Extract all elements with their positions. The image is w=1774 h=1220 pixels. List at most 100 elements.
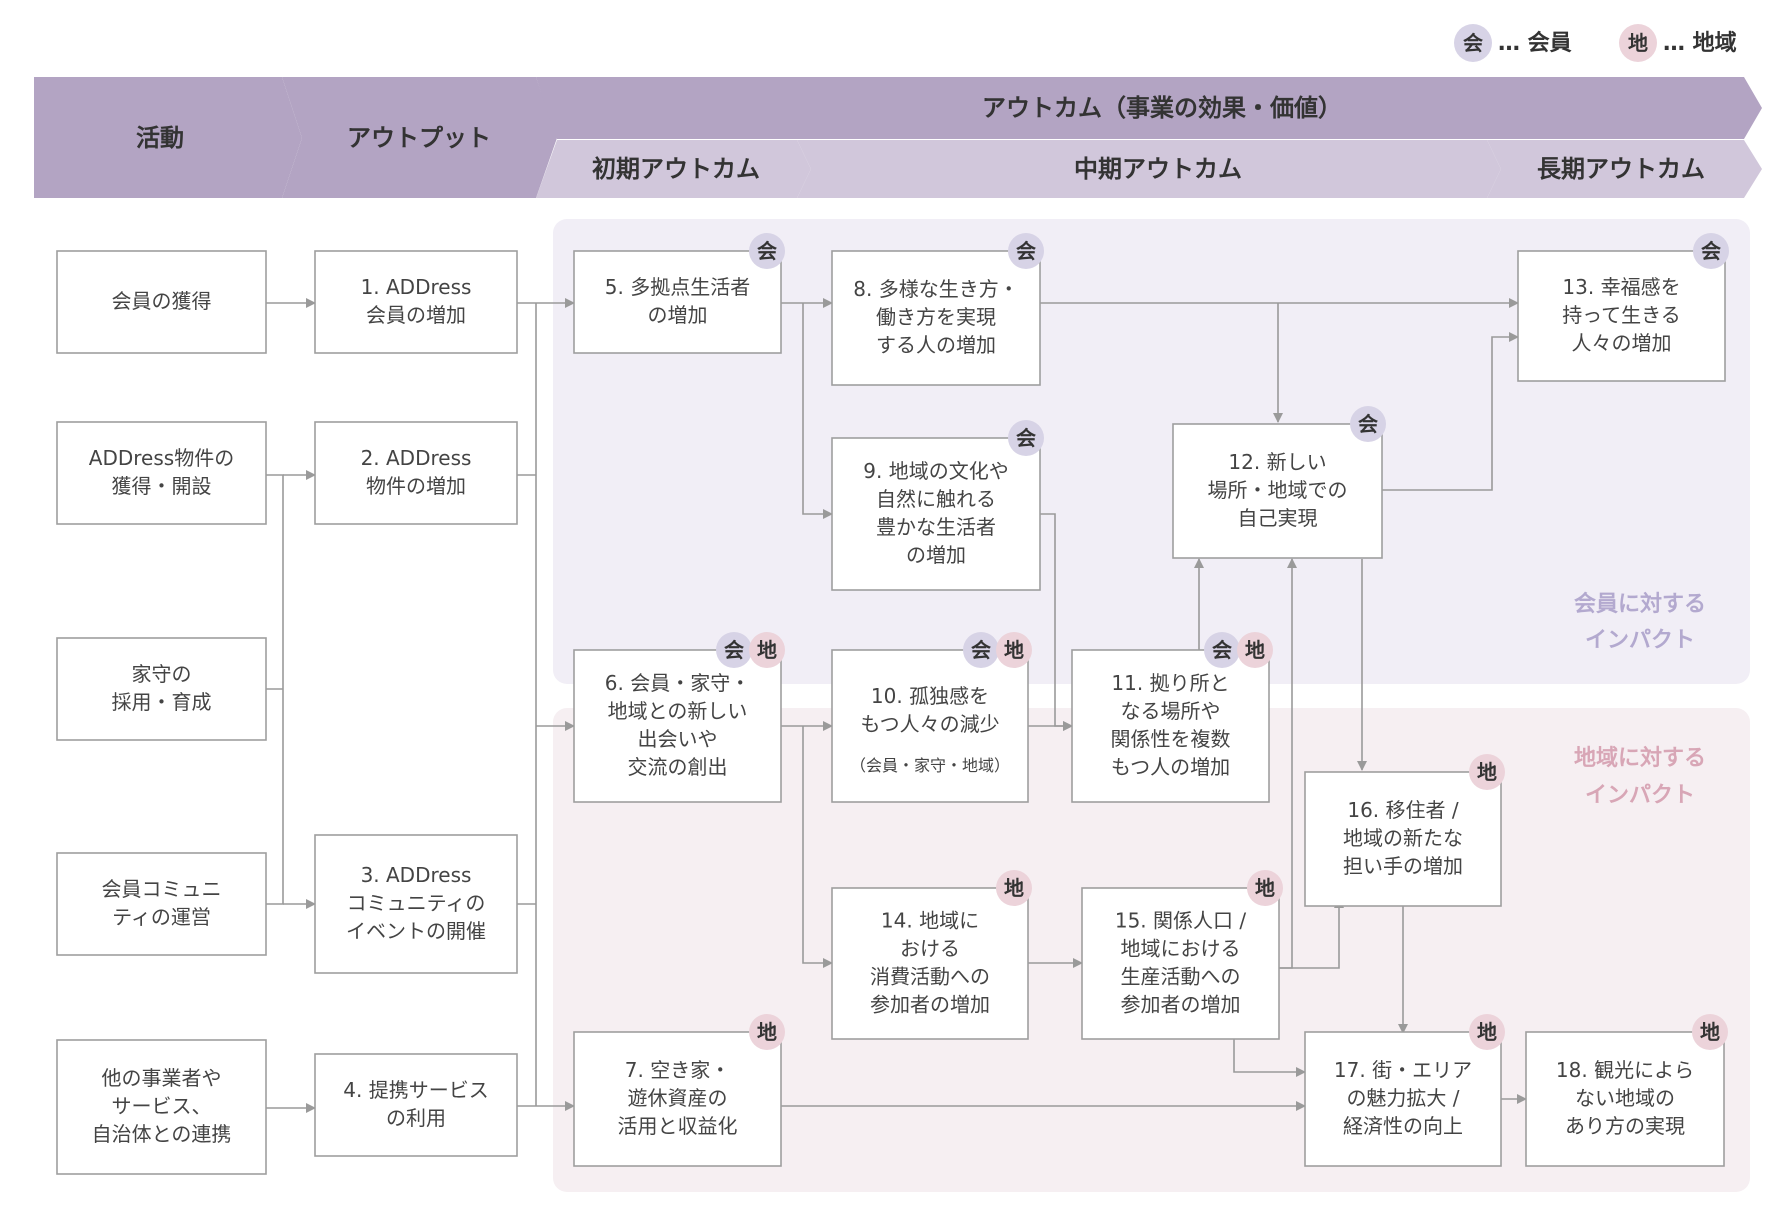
outcome-9-text-line: 自然に触れる — [876, 487, 996, 511]
output-2-frame — [314, 421, 518, 525]
member-impact-label-2: インパクト — [1585, 628, 1695, 653]
output-1-frame — [314, 250, 518, 354]
outcome-13-text-line: 13. 幸福感を — [1562, 275, 1680, 299]
outcome-8-text-line: する人の増加 — [876, 333, 996, 357]
outcome-7-text-line: 7. 空き家・ — [625, 1058, 730, 1082]
header-output-label: アウトプット — [347, 124, 491, 152]
legend-member-badge-label: 会 — [1463, 31, 1483, 55]
output-1-text-line: 1. ADDress — [361, 275, 472, 299]
legend-region-text: … 地域 — [1663, 30, 1737, 56]
header-outcome — [536, 77, 1762, 139]
outcome-13-member-badge-label: 会 — [1701, 239, 1721, 263]
output-3-text-line: コミュニティの — [347, 891, 486, 915]
outcome-6-member-badge — [716, 632, 752, 668]
arrow-o6-o14 — [802, 726, 833, 968]
output-4-text-line: の利用 — [386, 1106, 446, 1130]
outcome-6-region-badge-label: 地 — [757, 638, 777, 662]
outcome-13-member-badge — [1693, 233, 1729, 269]
outcome-18-frame — [1525, 1031, 1725, 1167]
outcome-11-member-badge — [1204, 632, 1240, 668]
outcome-13-frame — [1517, 250, 1726, 382]
outcome-5-member-badge-label: 会 — [757, 239, 777, 263]
outcome-7-frame — [573, 1031, 782, 1167]
activity-5-text-line: 自治体との連携 — [92, 1122, 232, 1146]
outcome-7-region-badge-label: 地 — [757, 1020, 777, 1044]
region-impact-label-2: インパクト — [1585, 783, 1695, 808]
connectors — [266, 298, 1527, 1113]
outcome-13-text-line: 持って生きる — [1562, 303, 1681, 327]
region-impact-label-1: 地域に対する — [1574, 745, 1706, 771]
outcome-11-text-line: 関係性を複数 — [1111, 727, 1231, 751]
outcome-9-text-line: の増加 — [906, 543, 966, 567]
outcome-12-text-line: 12. 新しい — [1228, 450, 1326, 474]
outcome-10-region-badge — [996, 632, 1032, 668]
outcome-15-region-badge-label: 地 — [1255, 876, 1275, 900]
outcome-6-frame — [573, 649, 782, 803]
outcome-5-member-badge — [749, 233, 785, 269]
outcome-14-text-line: 14. 地域に — [881, 909, 979, 933]
outcome-18-text-line: あり方の実現 — [1565, 1114, 1685, 1138]
header-outcome-label: アウトカム（事業の効果・価値） — [982, 94, 1342, 122]
header-initial-label: 初期アウトカム — [592, 155, 760, 183]
outcome-6-region-badge — [749, 632, 785, 668]
outcome-18-region-badge-label: 地 — [1700, 1020, 1720, 1044]
outcome-16-text-line: 担い手の増加 — [1343, 854, 1463, 878]
outcome-11-region-badge-label: 地 — [1245, 638, 1265, 662]
output-2-text-line: 2. ADDress — [361, 446, 472, 470]
member-impact-label-1: 会員に対する — [1574, 591, 1706, 617]
outcome-7-text-line: 遊休資産の — [628, 1086, 728, 1110]
outcome-15-text-line: 参加者の増加 — [1121, 993, 1241, 1017]
outcome-8-text-line: 働き方を実現 — [876, 305, 996, 329]
activity-1-box: 会員の獲得 — [56, 250, 267, 354]
outcome-12-member-badge — [1350, 406, 1386, 442]
outcome-9-member-badge-label: 会 — [1016, 426, 1036, 450]
activity-3-frame — [56, 637, 267, 741]
outcome-17-region-badge-label: 地 — [1477, 1020, 1497, 1044]
outcome-11-frame — [1071, 649, 1270, 803]
output-4-frame — [314, 1053, 518, 1157]
activity-1-frame — [56, 250, 267, 354]
outcome-10-note: （会員・家守・地域） — [850, 756, 1010, 775]
legend-region-badge-label: 地 — [1628, 31, 1648, 55]
header-long-label: 長期アウトカム — [1537, 155, 1705, 183]
outcome-11-box: 11. 拠り所となる場所や関係性を複数もつ人の増加会地 — [1071, 632, 1273, 803]
outcome-17-text-line: 経済性の向上 — [1343, 1114, 1463, 1138]
outcome-8-text-line: 8. 多様な生き方・ — [853, 277, 1018, 301]
legend-member-text: … 会員 — [1498, 30, 1572, 56]
outcome-15-text-line: 地域における — [1121, 937, 1241, 961]
outcome-14-text-line: 消費活動への — [870, 965, 990, 989]
outcome-12-member-badge-label: 会 — [1358, 412, 1378, 436]
output-1-text-line: 会員の増加 — [366, 303, 466, 327]
outcome-11-text-line: 11. 拠り所と — [1111, 671, 1229, 695]
activity-2-text-line: ADDress物件の — [89, 446, 234, 470]
outcome-15-text-line: 15. 関係人口 / — [1115, 909, 1247, 933]
outcome-9-member-badge — [1008, 420, 1044, 456]
outcome-6-text-line: 地域との新しい — [608, 699, 748, 723]
header-mid — [797, 140, 1501, 198]
outcome-16-region-badge-label: 地 — [1477, 760, 1497, 784]
outcome-14-region-badge-label: 地 — [1004, 876, 1024, 900]
outcome-5-text-line: 5. 多拠点生活者 — [605, 275, 750, 299]
outcome-11-text-line: もつ人の増加 — [1111, 755, 1230, 779]
outcome-16-region-badge — [1469, 754, 1505, 790]
activity-3-text-line: 採用・育成 — [112, 690, 212, 714]
outcome-9-text-line: 豊かな生活者 — [876, 515, 996, 539]
outcome-12-frame — [1172, 423, 1383, 559]
arrow-o5-o9 — [802, 303, 833, 519]
outcome-10-text-line: 10. 孤独感を — [871, 684, 989, 708]
header: 活動 アウトプット アウトカム（事業の効果・価値） 初期アウトカム 中期アウトカ… — [34, 77, 1762, 198]
outcome-16-frame — [1304, 771, 1502, 907]
